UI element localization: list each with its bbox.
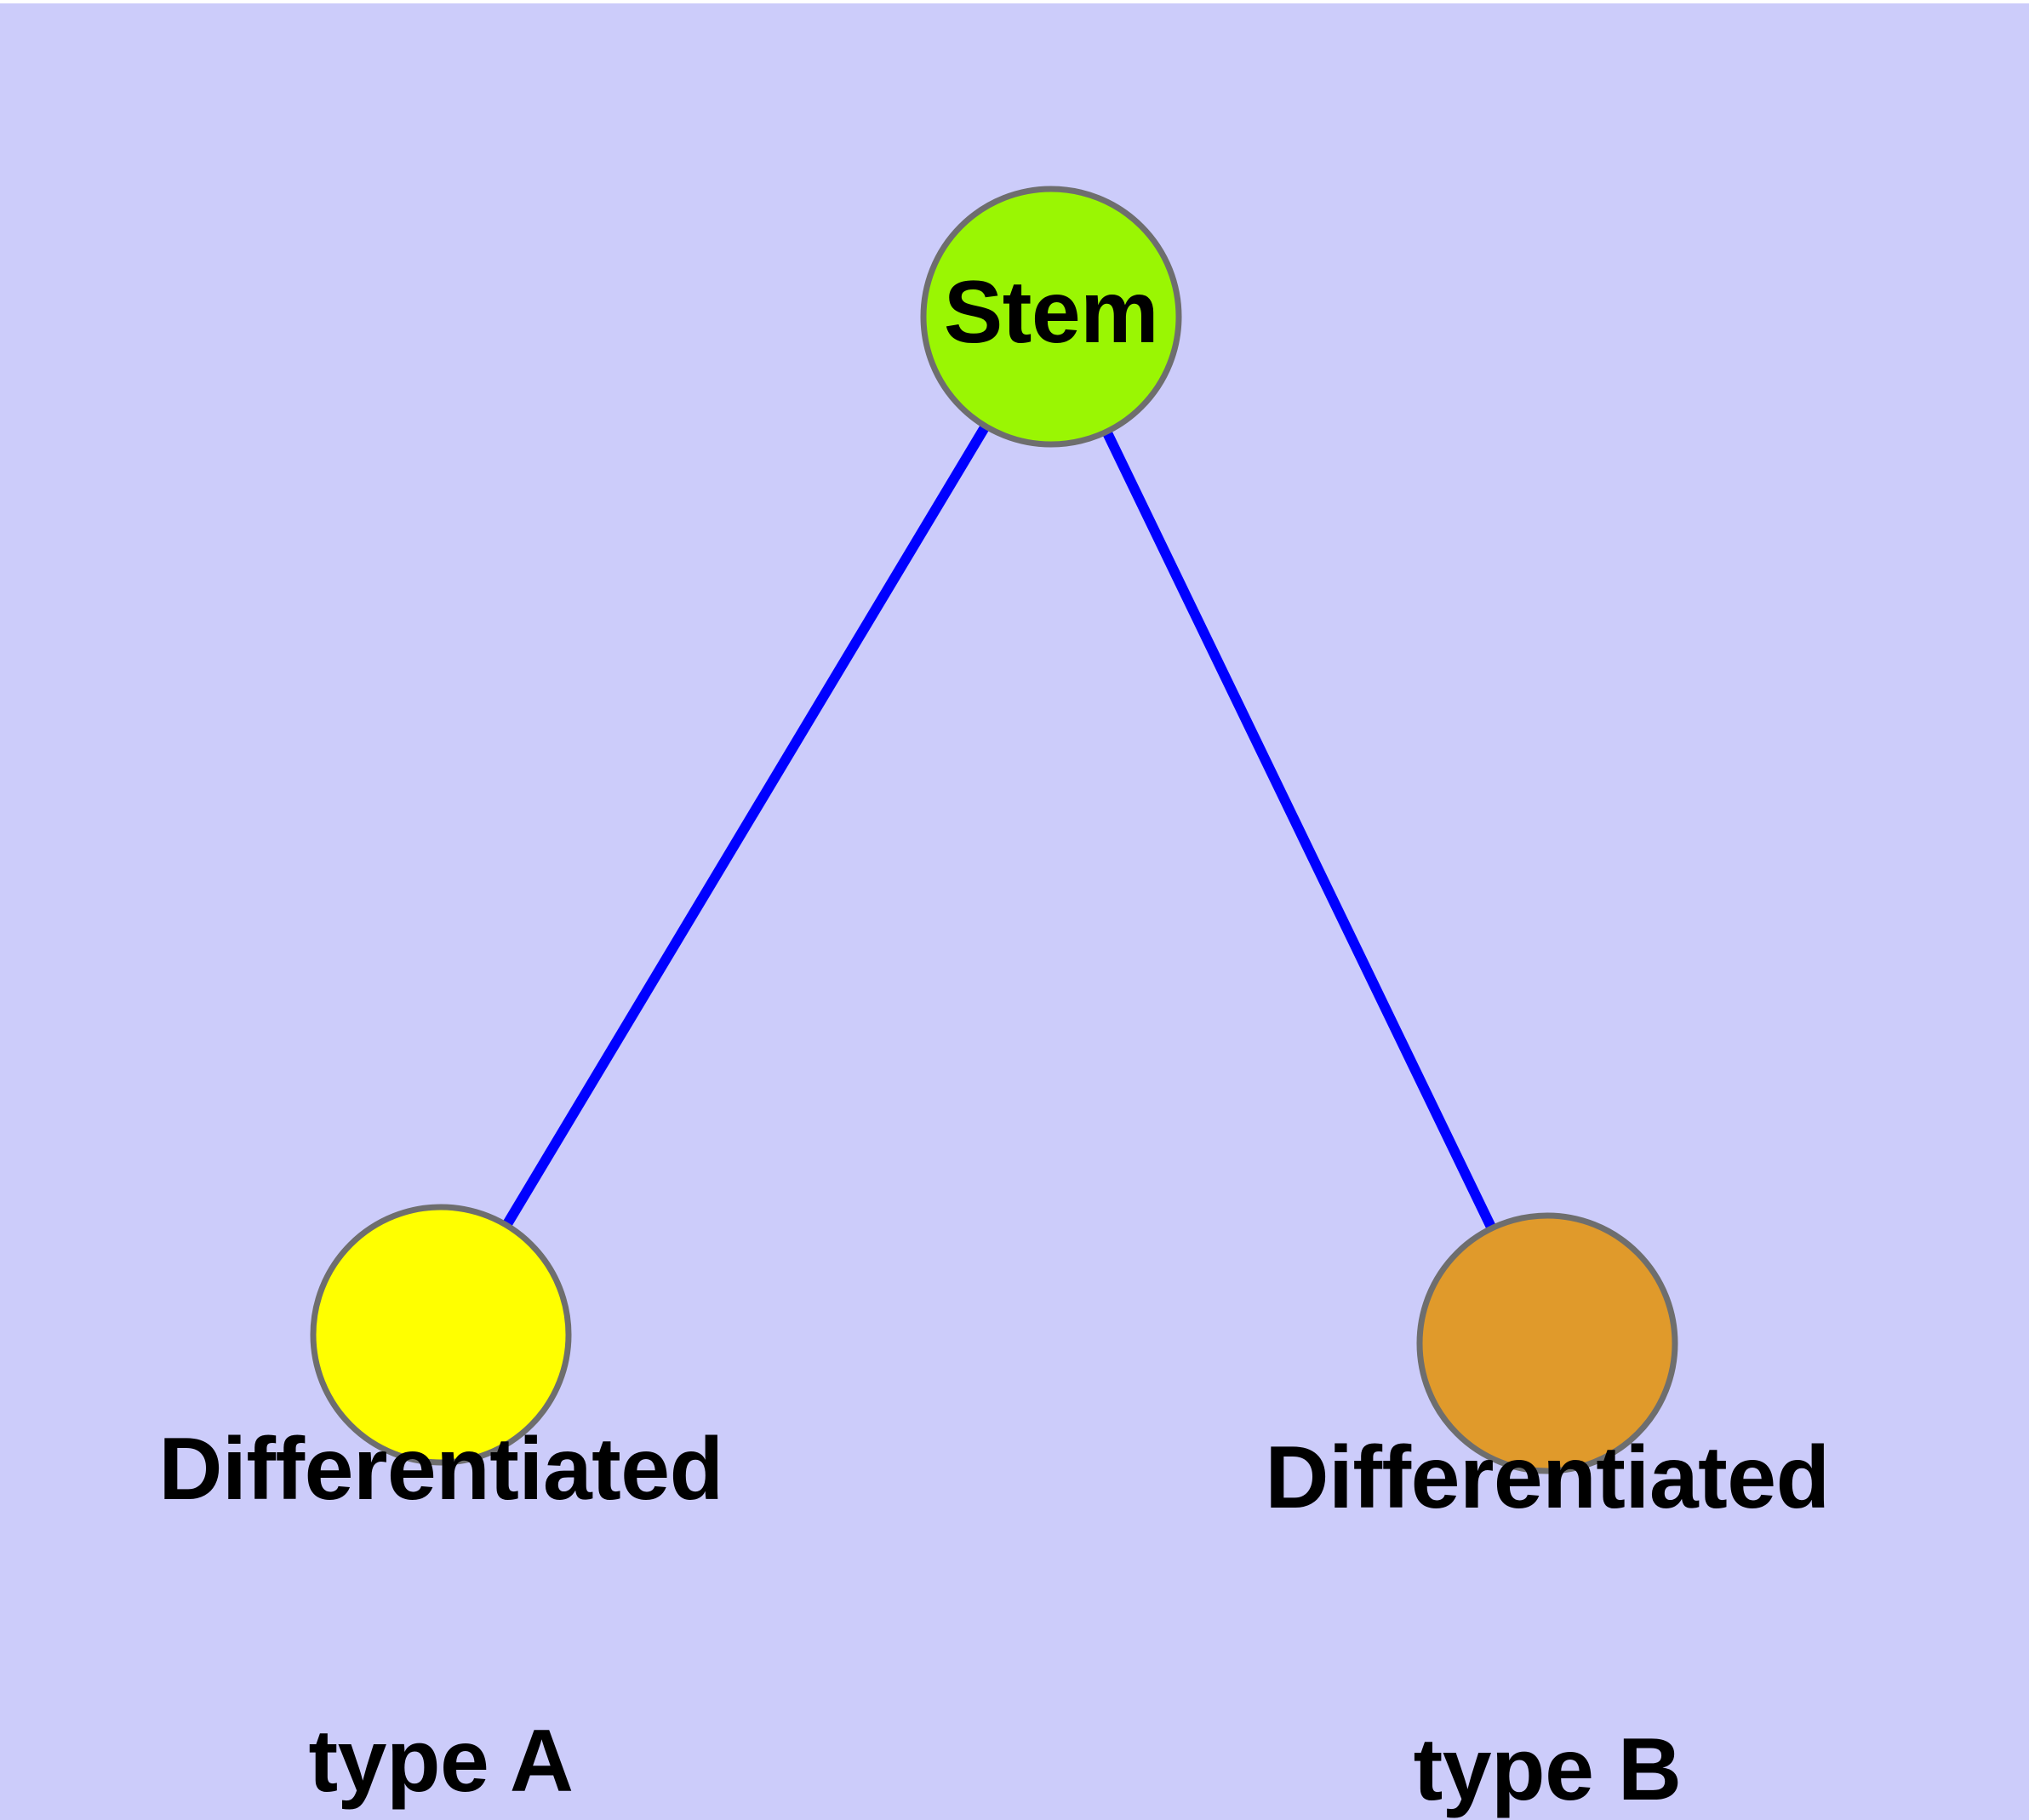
node-stem[interactable] [920,186,1182,448]
edge-stem-to-diff-b [1046,314,1552,1346]
node-differentiated-type-b[interactable] [1416,1212,1678,1474]
node-layer [310,186,1678,1474]
graph-svg [310,186,1678,1474]
edge-layer [436,313,1552,1346]
edge-stem-to-diff-a [436,313,1056,1338]
node-differentiated-type-a[interactable] [310,1204,572,1466]
